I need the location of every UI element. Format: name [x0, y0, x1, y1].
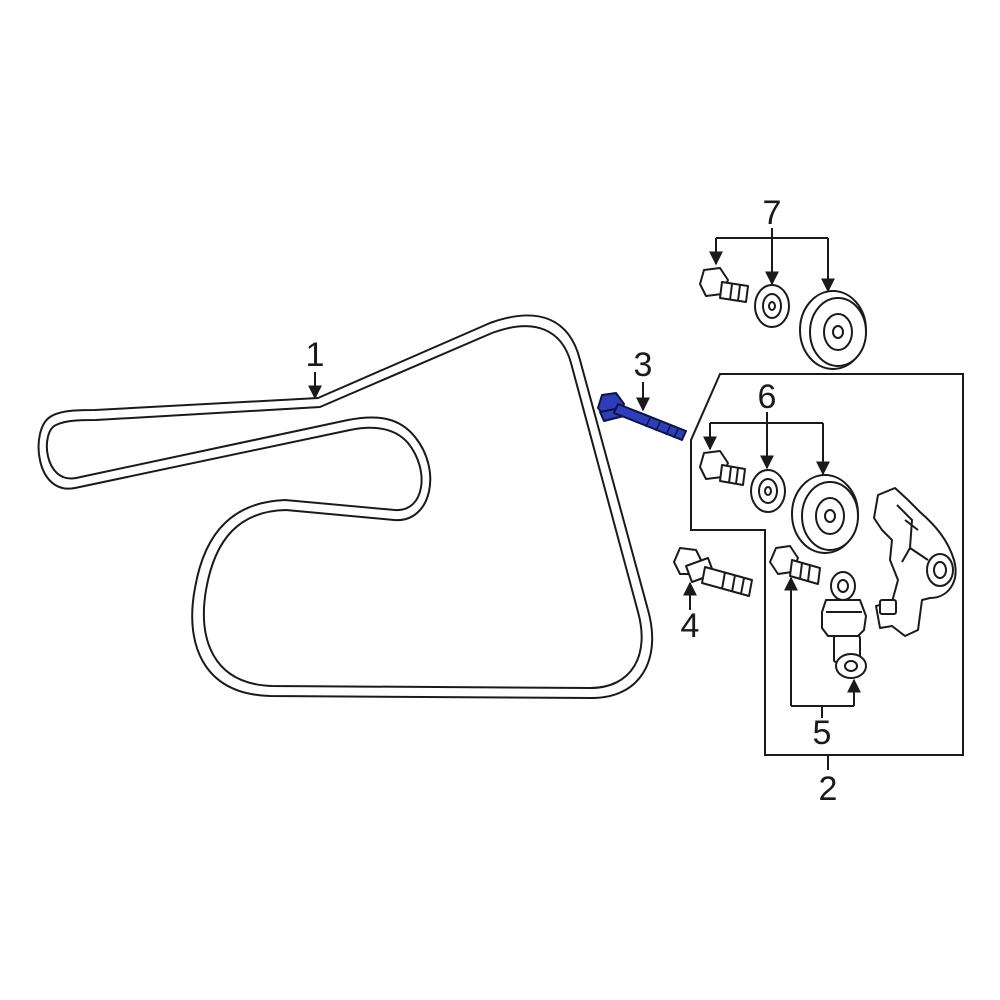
- pulley-7-bolt: [699, 267, 749, 303]
- tensioner-assembly-frame: [690, 373, 964, 756]
- pulley-6-bolt: [699, 450, 746, 486]
- drive-belt[interactable]: [37, 314, 654, 700]
- mounting-bolt[interactable]: [673, 547, 753, 597]
- idler-pulley-kit-7[interactable]: [699, 267, 867, 370]
- callout-4[interactable]: 4: [681, 607, 700, 645]
- callout-6[interactable]: 6: [758, 378, 777, 416]
- pulley-7-washer: [754, 284, 790, 328]
- callout-1[interactable]: 1: [306, 336, 325, 374]
- pulley-6-washer: [750, 469, 786, 513]
- tensioner-bolt-highlighted[interactable]: [597, 392, 687, 441]
- callout-5[interactable]: 5: [813, 714, 832, 752]
- tensioner-bracket[interactable]: [873, 487, 957, 637]
- pulley-7-idler: [799, 290, 867, 370]
- tensioner-pulley-6[interactable]: [699, 450, 859, 554]
- tensioner-damper[interactable]: [821, 571, 867, 679]
- callout-3[interactable]: 3: [634, 346, 653, 384]
- pulley-6-idler: [791, 474, 859, 554]
- damper-bolt-5[interactable]: [769, 545, 821, 585]
- callout-7[interactable]: 7: [763, 194, 782, 232]
- callout-2[interactable]: 2: [819, 770, 838, 808]
